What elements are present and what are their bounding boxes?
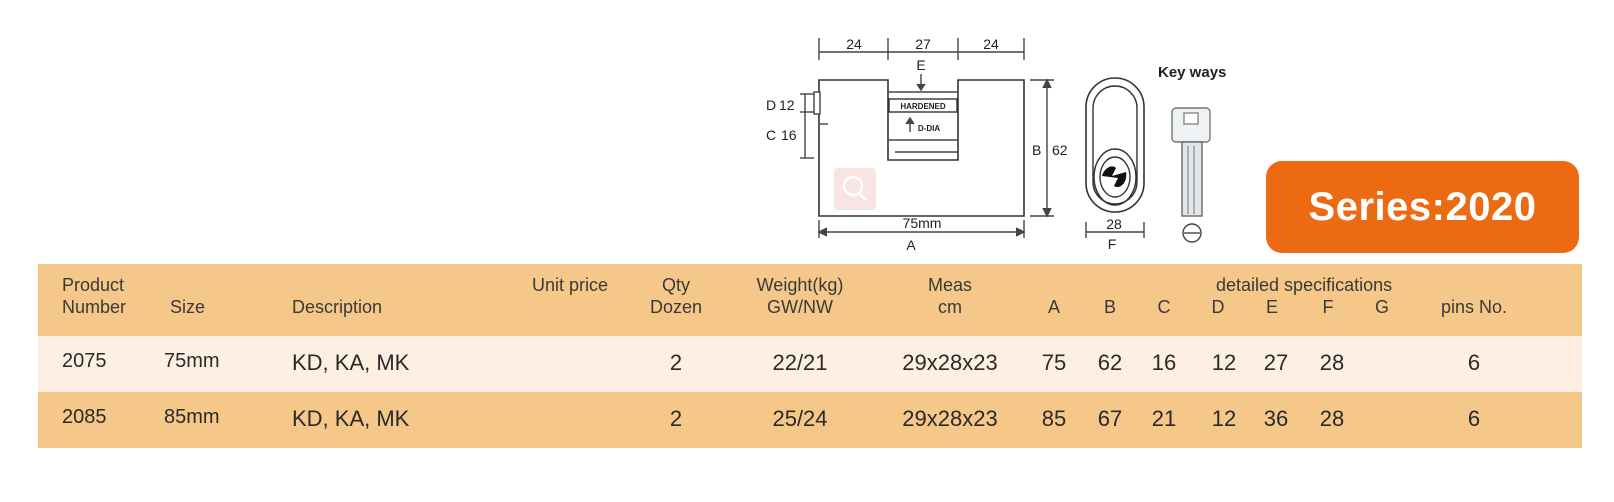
header-product-number: Product Number [62,274,126,318]
cell-e: 27 [1263,350,1289,375]
keyhole-icon [1102,166,1127,188]
header-product-line2: Number [62,297,127,317]
header-spec-c: C [1157,297,1171,317]
dim-top-middle: 27 [915,36,931,52]
cell-pins: 6 [1467,406,1481,431]
cell-f: 28 [1319,406,1345,431]
table-row: 2085 85mm KD, KA, MK 2 25/24 29x28x23 85… [38,392,1582,448]
header-description: Description [292,297,383,317]
table-row: 2075 75mm KD, KA, MK 2 22/21 29x28x23 75… [38,336,1582,392]
padlock-technical-drawing: 24 27 24 E HARDENED D-DIA D 12 C 16 B 62… [766,36,1226,253]
header-pins: pins No. [1440,297,1508,317]
header-qty-line2: Dozen [649,297,703,317]
header-spec-d: D [1211,297,1225,317]
cell-f: 28 [1319,350,1345,375]
spec-table: Product Number Size Description Unit pri… [38,264,1582,448]
label-b: B [1032,142,1041,158]
label-f: F [1108,236,1117,252]
cell-e: 36 [1263,406,1289,431]
header-weight-line2: GW/NW [767,297,833,317]
header-meas-line2: cm [938,297,962,317]
cell-pins: 6 [1467,350,1481,375]
cell-b: 62 [1097,350,1123,375]
cell-qty: 2 [669,350,683,375]
header-spec-e: E [1265,297,1278,317]
label-e: E [916,57,925,73]
label-hardened: HARDENED [900,102,946,111]
series-badge: Series:2020 [1266,161,1579,253]
label-d-dia: D-DIA [918,124,940,133]
cell-size: 75mm [164,350,220,372]
cell-weight: 22/21 [772,350,828,375]
cell-d: 12 [1211,406,1237,431]
cell-meas: 29x28x23 [902,406,998,431]
header-spec-f: F [1322,297,1334,317]
header-weight: Weight(kg) GW/NW [740,274,860,318]
header-unit-price: Unit price [532,275,609,295]
cell-c: 16 [1151,350,1177,375]
cell-a: 75 [1041,350,1067,375]
cell-c: 21 [1151,406,1177,431]
cell-size: 85mm [164,406,220,428]
header-spec-g: G [1374,297,1389,317]
header-meas: Meas cm [900,274,1000,318]
series-label: Series:2020 [1308,184,1537,229]
table-header-row: Product Number Size Description Unit pri… [38,264,1582,336]
header-size: Size [170,297,206,317]
label-a: A [906,237,916,253]
value-c: 16 [781,127,797,143]
cell-description: KD, KA, MK [292,350,410,375]
cell-qty: 2 [669,406,683,431]
cell-d: 12 [1211,350,1237,375]
label-c: C [766,127,776,143]
dim-top-left: 24 [846,36,862,52]
header-spec-a: A [1047,297,1060,317]
value-b: 62 [1052,142,1068,158]
label-d: D [766,97,776,113]
value-a: 75mm [903,215,942,231]
header-product-line1: Product [62,275,125,295]
header-qty-line1: Qty [661,275,690,295]
header-meas-line1: Meas [927,275,972,295]
value-d: 12 [779,97,795,113]
cell-b: 67 [1097,406,1123,431]
cell-weight: 25/24 [772,406,828,431]
header-detailed-specifications: detailed specifications [1216,275,1393,295]
header-spec-b: B [1103,297,1116,317]
keyways-title: Key ways [1158,64,1226,81]
value-f: 28 [1106,216,1122,232]
cell-product: 2075 [62,350,107,372]
header-qty: Qty Dozen [636,274,716,318]
cell-description: KD, KA, MK [292,406,410,431]
cell-meas: 29x28x23 [902,350,998,375]
cell-a: 85 [1041,406,1067,431]
dim-top-right: 24 [983,36,999,52]
header-weight-line1: Weight(kg) [756,275,844,295]
cell-product: 2085 [62,406,107,428]
search-watermark-icon [834,168,876,210]
